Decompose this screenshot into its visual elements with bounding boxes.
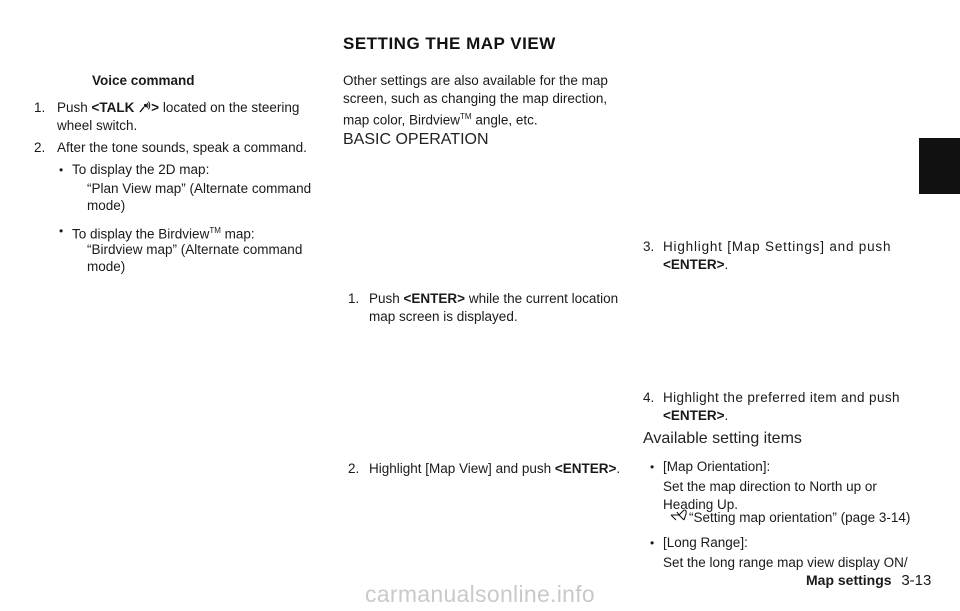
step-1-continuation: wheel switch. [57,118,138,133]
basic-step-2-text: Highlight [Map View] and push <ENTER>. [369,461,621,476]
bullet-birdview-command: “Birdview map” (Alternate command [87,242,303,257]
intro-line-1: Other settings are also available for th… [343,73,608,88]
item-map-orientation-desc-1: Set the map direction to North up or [663,479,877,494]
footer-page-number: 3-13 [901,572,932,589]
intro-line-2: screen, such as changing the map directi… [343,91,608,106]
step-4-text: Highlight the preferred item and push [663,390,900,405]
step-4-key: <ENTER>. [663,408,729,423]
step-4-number: 4. [643,390,655,405]
basic-step-1-number: 1. [348,291,360,306]
step-3-key: <ENTER>. [663,257,729,272]
item-map-orientation-desc-2: Heading Up. [663,497,739,512]
section-title: SETTING THE MAP VIEW [343,34,556,53]
footer-section: Map settings [806,572,892,588]
step-2-number: 2. [34,140,46,155]
intro-line-3: map color, BirdviewTM angle, etc. [343,112,538,128]
talk-icon [139,101,151,113]
item-map-orientation: [Map Orientation]: [650,458,770,476]
step-1-number: 1. [34,100,46,115]
bullet-2d-map: To display the 2D map: [59,161,209,179]
step-2-text: After the tone sounds, speak a command. [57,140,307,155]
item-long-range: [Long Range]: [650,534,748,552]
basic-operation-heading: BASIC OPERATION [343,131,489,148]
step-1-text: Push <TALK > located on the steering [57,100,300,115]
page-footer: Map settings 3-13 [806,571,931,590]
step-3-number: 3. [643,239,655,254]
item-long-range-desc-1: Set the long range map view display ON/ [663,555,908,570]
basic-step-1-continuation: map screen is displayed. [369,309,518,324]
bullet-birdview-command-cont: mode) [87,259,126,274]
basic-step-1-text: Push <ENTER> while the current location [369,291,619,306]
basic-step-2-number: 2. [348,461,360,476]
available-items-heading: Available setting items [643,430,802,447]
bullet-birdview-map: To display the BirdviewTM map: [59,222,255,244]
item-map-orientation-reference[interactable]: “Setting map orientation” (page 3-14) [689,510,911,525]
bullet-2d-command-cont: mode) [87,198,126,213]
bullet-2d-command: “Plan View map” (Alternate command [87,181,312,196]
reference-pointer-icon [670,509,687,521]
voice-command-heading: Voice command [92,73,195,88]
watermark: carmanualsonline.info [364,581,596,607]
step-3-text: Highlight [Map Settings] and push [663,239,892,254]
chapter-tab-marker [919,138,960,194]
